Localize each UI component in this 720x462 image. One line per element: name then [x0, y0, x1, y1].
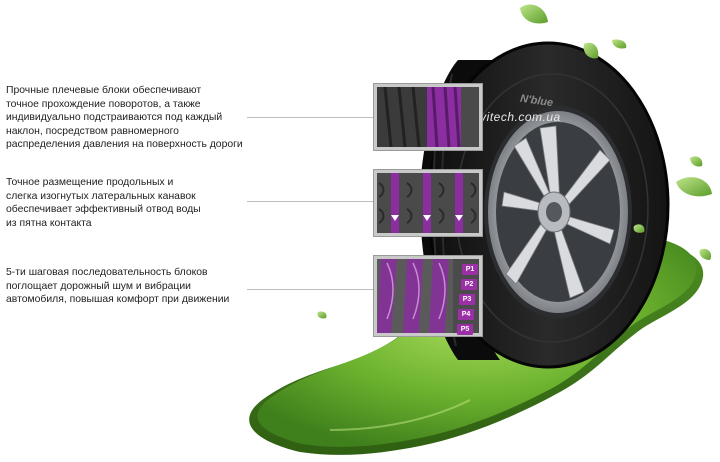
pitch-label-p2: P2: [461, 279, 477, 290]
tread-detail-grooves: [374, 170, 482, 236]
feature-text-grooves: Точное размещение продольных и слегка из…: [6, 177, 201, 229]
pitch-label-p1: P1: [462, 264, 478, 275]
tire: [420, 41, 670, 369]
feature-text-pitch-sequence: 5-ти шаговая последовательность блоков п…: [6, 267, 230, 306]
pitch-label-p5: P5: [457, 324, 473, 335]
watermark: avitech.com.ua: [473, 110, 561, 124]
pitch-label-p4: P4: [458, 309, 474, 320]
leader-line-2: [247, 201, 375, 202]
leaf-decoration: [317, 4, 712, 319]
pitch-label-p3: P3: [459, 294, 475, 305]
leader-line-1: [247, 117, 375, 118]
leader-line-3: [247, 289, 375, 290]
tread-detail-shoulder-blocks: [374, 84, 482, 150]
feature-text-shoulder-blocks: Прочные плечевые блоки обеспечивают точн…: [6, 85, 243, 151]
